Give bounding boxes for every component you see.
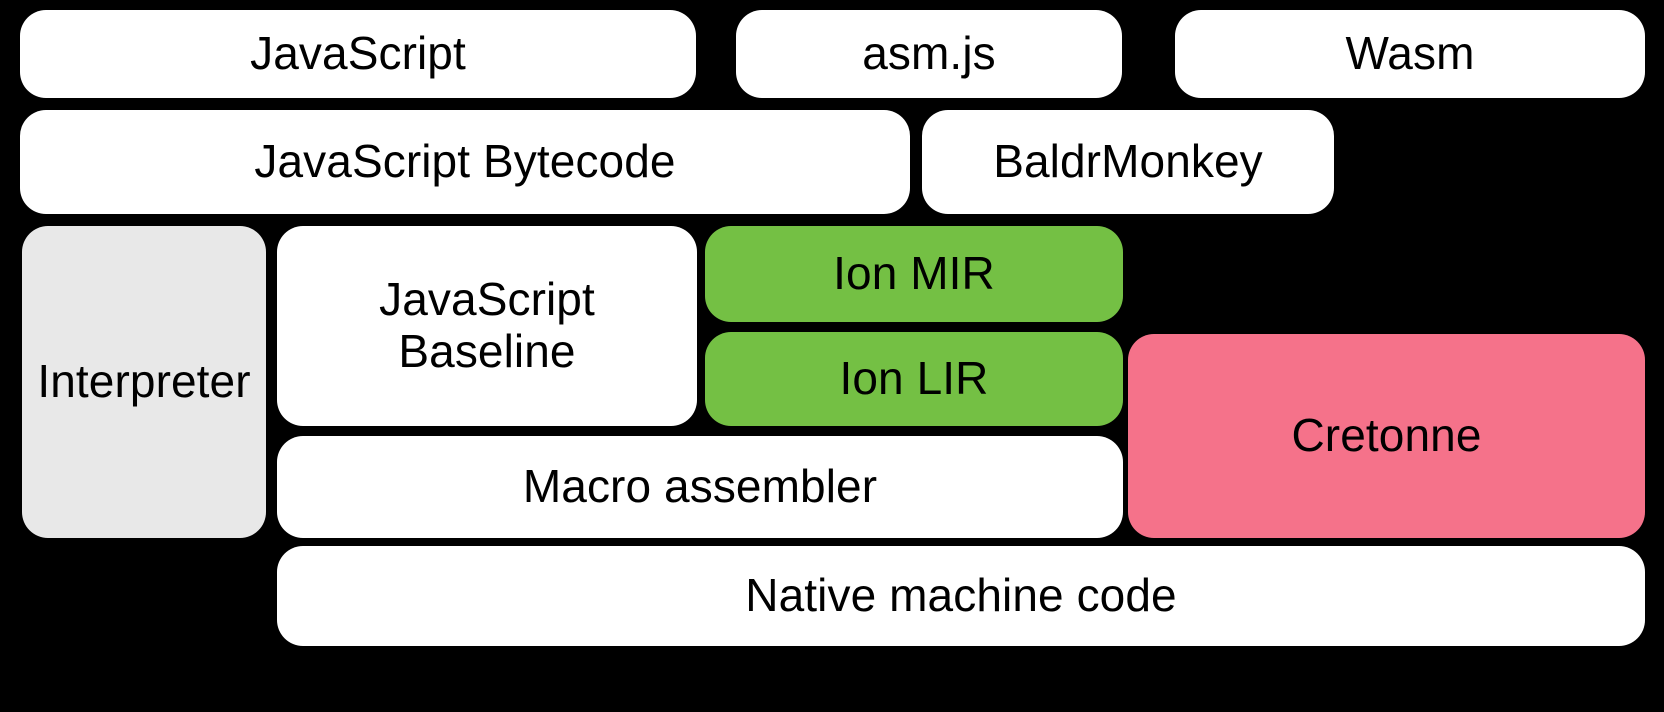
node-ion-lir[interactable]: Ion LIR (705, 332, 1123, 426)
node-asm-js[interactable]: asm.js (736, 10, 1122, 98)
node-javascript-bytecode[interactable]: JavaScript Bytecode (20, 110, 910, 214)
node-native-machine-code[interactable]: Native machine code (277, 546, 1645, 646)
node-javascript-baseline[interactable]: JavaScript Baseline (277, 226, 697, 426)
node-baldrmonkey[interactable]: BaldrMonkey (922, 110, 1334, 214)
node-macro-assembler[interactable]: Macro assembler (277, 436, 1123, 538)
node-cretonne[interactable]: Cretonne (1128, 334, 1645, 538)
node-javascript[interactable]: JavaScript (20, 10, 696, 98)
node-interpreter[interactable]: Interpreter (22, 226, 266, 538)
node-wasm[interactable]: Wasm (1175, 10, 1645, 98)
node-ion-mir[interactable]: Ion MIR (705, 226, 1123, 322)
